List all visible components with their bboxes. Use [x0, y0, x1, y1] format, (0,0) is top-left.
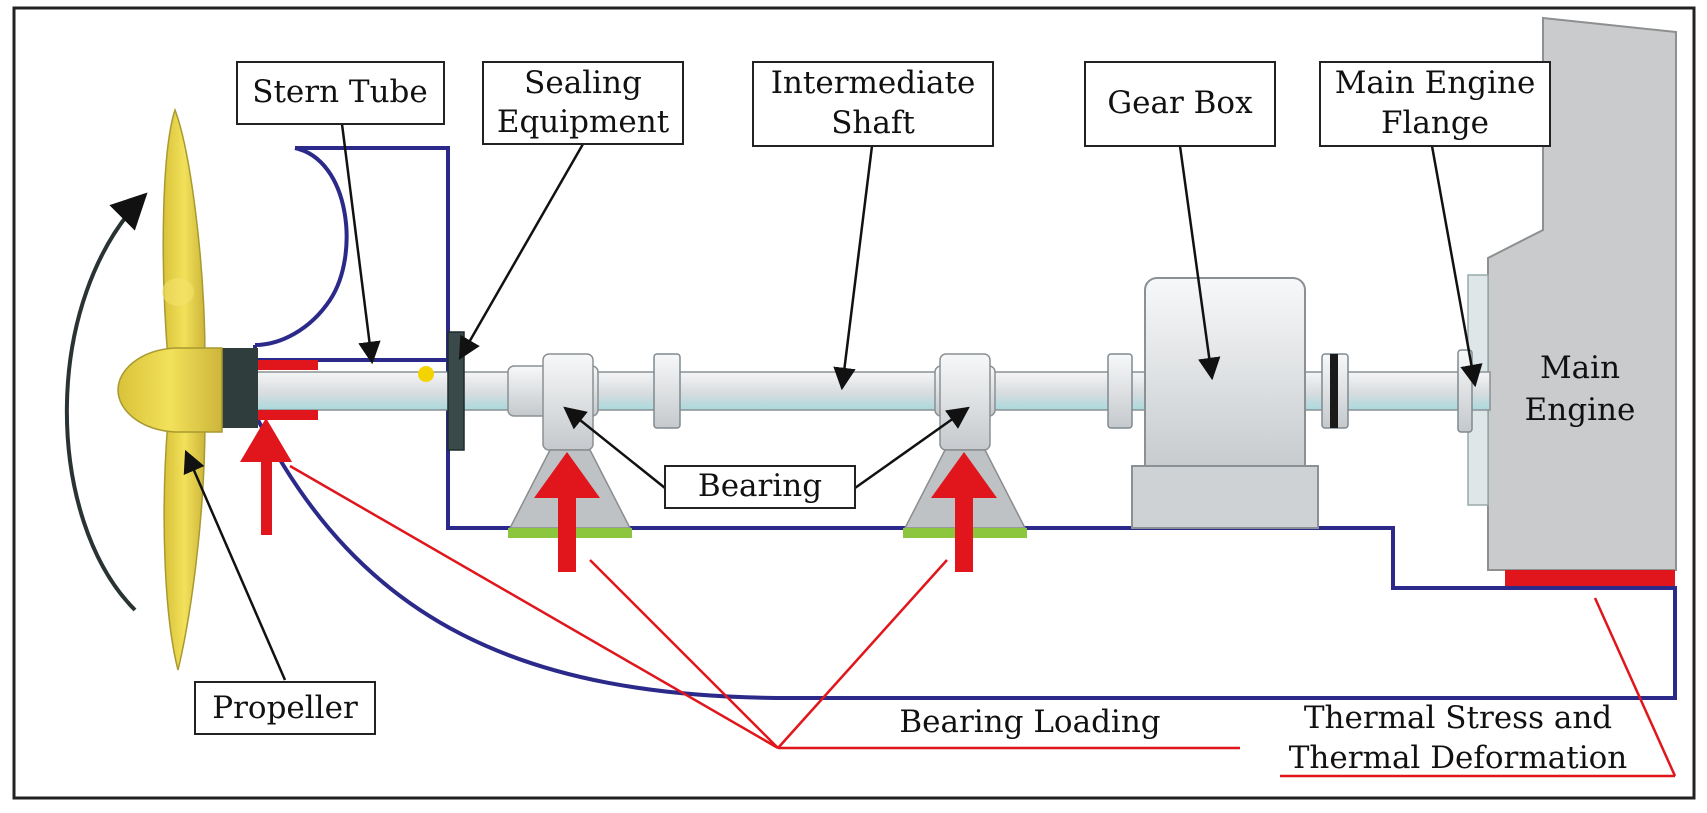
svg-text:Thermal Deformation: Thermal Deformation [1289, 740, 1628, 776]
label-main-engine-flange: Main Engine Flange [1319, 61, 1551, 147]
load-arrows [240, 418, 997, 572]
gear-box [1131, 277, 1319, 529]
svg-text:Bearing Loading: Bearing Loading [899, 704, 1160, 740]
svg-text:Main: Main [1540, 350, 1620, 386]
rotation-arrow [64, 192, 148, 612]
svg-text:Main Engine: Main Engine [1335, 65, 1536, 101]
svg-text:Propeller: Propeller [212, 690, 358, 726]
svg-text:Thermal Stress and: Thermal Stress and [1304, 700, 1612, 736]
label-thermal-stress: Thermal Stress and Thermal Deformation [1289, 700, 1628, 776]
svg-text:Intermediate: Intermediate [771, 65, 976, 101]
svg-text:Gear Box: Gear Box [1107, 85, 1253, 121]
label-gear-box: Gear Box [1084, 61, 1276, 147]
svg-text:Stern Tube: Stern Tube [252, 74, 428, 110]
label-main-engine: Main Engine [1525, 350, 1636, 428]
svg-text:Equipment: Equipment [497, 104, 670, 140]
svg-text:Sealing: Sealing [524, 65, 642, 101]
black-leader-arrows [183, 123, 1483, 681]
label-bearing: Bearing [664, 465, 856, 509]
label-stern-tube: Stern Tube [236, 61, 445, 125]
label-bearing-loading: Bearing Loading [899, 704, 1160, 740]
svg-text:Bearing: Bearing [698, 468, 822, 504]
label-intermediate-shaft: Intermediate Shaft [752, 61, 994, 147]
svg-text:Shaft: Shaft [831, 105, 915, 141]
red-leader-lines [289, 464, 1677, 778]
main-engine [1467, 16, 1677, 586]
label-sealing-equipment: Sealing Equipment [482, 61, 684, 145]
svg-text:Engine: Engine [1525, 392, 1636, 428]
svg-text:Flange: Flange [1381, 105, 1489, 141]
label-propeller: Propeller [194, 681, 376, 735]
propeller [117, 107, 223, 671]
